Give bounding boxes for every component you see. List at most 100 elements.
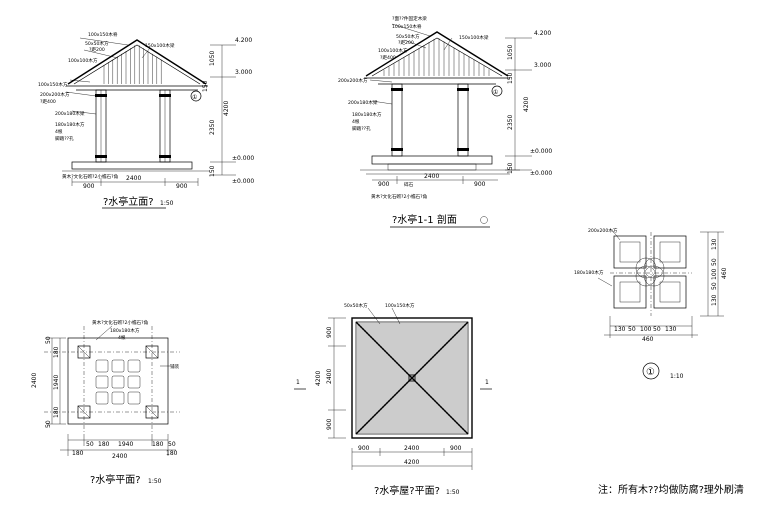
sec-level-ground: ±0.000 (530, 170, 552, 177)
sec-label-tie-beam: 200x180木梁 (348, 99, 378, 106)
roof-title: ?水亭屋?平面? (374, 484, 440, 497)
plan-paving-tile (127, 391, 141, 405)
roof-vdim-total: 4200 (315, 371, 322, 386)
elev-label-spacing-200: ?距200 (89, 47, 105, 53)
plan-vdim-0: 50 (45, 336, 52, 344)
plan-hdim-3: 180 (152, 441, 164, 448)
elev-label-column: 180x180木方 (55, 121, 85, 128)
detail-vdim-1: 50 (711, 258, 718, 266)
plan-paving-tile (111, 391, 125, 405)
detail-column (653, 235, 687, 269)
detail-column (653, 275, 687, 309)
sec-vdim-roof: 1050 (507, 45, 514, 60)
sec-vdim-eave: 150 (507, 72, 514, 84)
sec-vdim-base: 150 (507, 162, 514, 174)
plan-drawing (44, 325, 180, 456)
detail-hdim-1: 50 (628, 326, 636, 333)
roof-hdim-2: 900 (450, 445, 462, 452)
sec-level-eave: 3.000 (534, 62, 551, 69)
elev-hdim-right: 900 (176, 183, 188, 190)
general-note: 注：所有木??均做防腐?理外刷清 (598, 483, 744, 496)
sec-label-spacing-400: ?距400 (380, 55, 396, 61)
plan-label-base: 黄木?文化石砌?2小檐石?角 (92, 319, 149, 326)
sec-label-rafter: 100x100木方 (378, 47, 408, 54)
elev-label-rafter: 100x100木方 (68, 57, 98, 64)
elevation-scale: 1:50 (160, 200, 174, 207)
plan-hdim-1: 180 (98, 441, 110, 448)
plan-column (77, 405, 91, 419)
sec-hdim-middle: 2400 (424, 173, 439, 180)
elev-label-tie-beam: 200x180木梁 (55, 110, 85, 117)
elev-label-batten: 50x50木方 (85, 40, 109, 47)
section-title: ?水亭1-1 剖面 (392, 213, 457, 226)
plan-hdim-4: 50 (168, 441, 176, 448)
detail-hdim-total: 460 (642, 336, 654, 343)
elev-vdim-eave: 150 (202, 80, 209, 92)
detail-vdim-0: 130 (711, 238, 718, 250)
detail-vdim-4: 130 (711, 294, 718, 306)
roof-section-mark-left: 1 (296, 379, 300, 386)
roof-label-rafter: 100x150木方 (385, 302, 415, 309)
elev-label-beam: 150x100木梁 (145, 42, 175, 49)
detail-column-core (659, 241, 681, 263)
elev-label-base: 黄木?文化石砌?2小檐石?角 (62, 173, 119, 180)
roof-hdim-1: 2400 (404, 445, 419, 452)
plan-column-hatch (77, 345, 91, 359)
roof-scale: 1:50 (446, 489, 460, 496)
detail-hdim-4: 130 (665, 326, 677, 333)
elev-level-top: 4.200 (235, 37, 252, 44)
elev-vdim-base: 150 (209, 165, 216, 177)
detail-callout: ① (646, 367, 655, 378)
plan-column (145, 345, 159, 359)
plan-paving-tile (111, 359, 125, 373)
plan-scale: 1:50 (148, 478, 162, 485)
plan-column (77, 345, 91, 359)
sec-hdim-left: 900 (378, 181, 390, 188)
plan-label-count: 4根 (118, 334, 126, 341)
elev-level-eave: 3.000 (235, 69, 252, 76)
elev-label-purlin: 100x150木方 (38, 81, 68, 88)
sec-label-base: 黄木?文化石砌?2小檐石?角 (371, 193, 428, 200)
section-callout: ① (493, 89, 498, 96)
detail-vdim-total: 460 (721, 267, 728, 279)
sec-label-spacing-200: ?距200 (398, 40, 414, 46)
elev-label-ridge: 100x150木脊 (88, 31, 118, 38)
roof-section-mark-right: 1 (485, 379, 489, 386)
detail-label-column: 180x180木方 (574, 269, 604, 276)
plan-vdim-4: 50 (45, 420, 52, 428)
elev-label-spacing-400: ?距400 (40, 99, 56, 105)
plan-vdim-3: 180 (53, 406, 60, 418)
sec-vdim-total: 4200 (523, 97, 530, 112)
detail-vdim-3: 50 (711, 282, 718, 290)
plan-hdim-2: 1940 (118, 441, 133, 448)
plan-hdim-0: 50 (86, 441, 94, 448)
roof-hdim-0: 900 (358, 445, 370, 452)
sec-label-fixture-beam: ?面??件固定木梁 (392, 15, 427, 22)
elevation-drawing: ① (62, 37, 236, 186)
elev-hdim-middle: 2400 (126, 175, 141, 182)
detail-hdim-2: 100 (640, 326, 652, 333)
detail-label-plate: 200x200木方 (588, 227, 618, 234)
plan-paving-tile (111, 375, 125, 389)
roof-vdim-1: 2400 (326, 369, 333, 384)
sec-level-floor: ±0.000 (530, 148, 552, 155)
plan-column-hatch (145, 345, 159, 359)
plan-side-right: 180 (166, 450, 178, 457)
roof-plan-drawing (294, 307, 492, 470)
plan-hdim-total: 2400 (112, 453, 127, 460)
plan-column (145, 405, 159, 419)
roof-apex (408, 374, 416, 382)
sec-level-top: 4.200 (534, 30, 551, 37)
detail-column-core (659, 281, 681, 303)
detail-callout-circle (642, 362, 660, 380)
plan-label-paving: 铺装 (170, 363, 180, 370)
plan-column-hatch (145, 405, 159, 419)
sec-label-count: 4根 (352, 118, 360, 125)
sec-vdim-column: 2350 (507, 115, 514, 130)
plan-column-hatch (77, 405, 91, 419)
sec-label-ridge: 100x150木脊 (392, 23, 422, 30)
plan-paving-tile (95, 375, 109, 389)
roof-vdim-0: 900 (326, 326, 333, 338)
sec-label-plate: 200x200木方 (338, 77, 368, 84)
plan-vdim-1: 180 (53, 346, 60, 358)
